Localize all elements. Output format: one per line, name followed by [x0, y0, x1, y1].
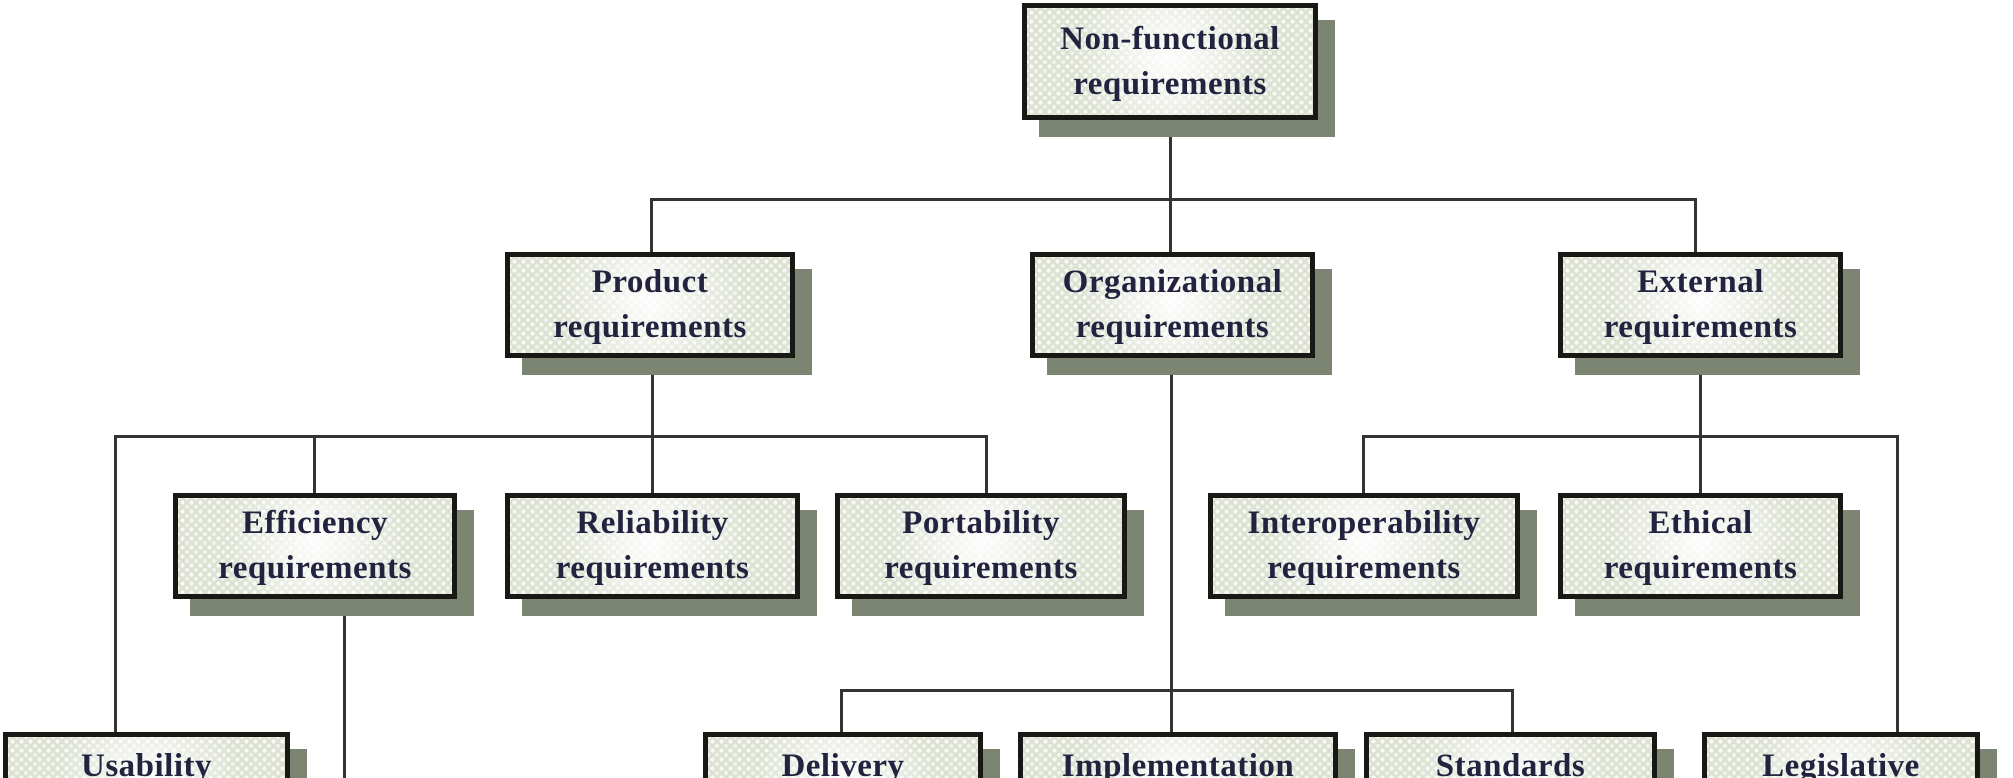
connector-line [985, 436, 988, 493]
connector-line [114, 435, 988, 438]
node-ethical: Ethical requirements [1558, 493, 1843, 599]
connector-line [650, 198, 1697, 201]
node-external: External requirements [1558, 252, 1843, 358]
node-product: Product requirements [505, 252, 795, 358]
connector-line [840, 690, 843, 733]
connector-line [651, 358, 654, 437]
node-legislative: Legislative [1702, 732, 1980, 778]
connector-line [1169, 120, 1172, 200]
node-efficiency: Efficiency requirements [173, 493, 457, 599]
node-implementation: Implementation [1018, 732, 1338, 778]
node-organizational: Organizational requirements [1030, 252, 1315, 358]
connector-line [313, 436, 316, 493]
connector-line [1169, 199, 1172, 252]
connector-line [1699, 358, 1702, 437]
node-usability: Usability [3, 732, 290, 778]
node-reliability: Reliability requirements [505, 493, 800, 599]
connector-line [1699, 436, 1702, 493]
node-delivery: Delivery [703, 732, 983, 778]
connector-line [114, 436, 117, 732]
node-interoperability: Interoperability requirements [1208, 493, 1520, 599]
connector-line [1362, 435, 1899, 438]
node-standards: Standards [1364, 732, 1657, 778]
connector-line [1896, 436, 1899, 732]
connector-line [1362, 436, 1365, 493]
connector-line [651, 436, 654, 493]
connector-line [650, 199, 653, 252]
connector-line [840, 689, 1514, 692]
connector-line [1694, 199, 1697, 252]
connector-line [1170, 358, 1173, 691]
connector-line [1511, 690, 1514, 733]
node-portability: Portability requirements [835, 493, 1127, 599]
node-non-functional: Non-functional requirements [1022, 3, 1318, 120]
connector-line [343, 598, 346, 778]
connector-line [1170, 690, 1173, 733]
